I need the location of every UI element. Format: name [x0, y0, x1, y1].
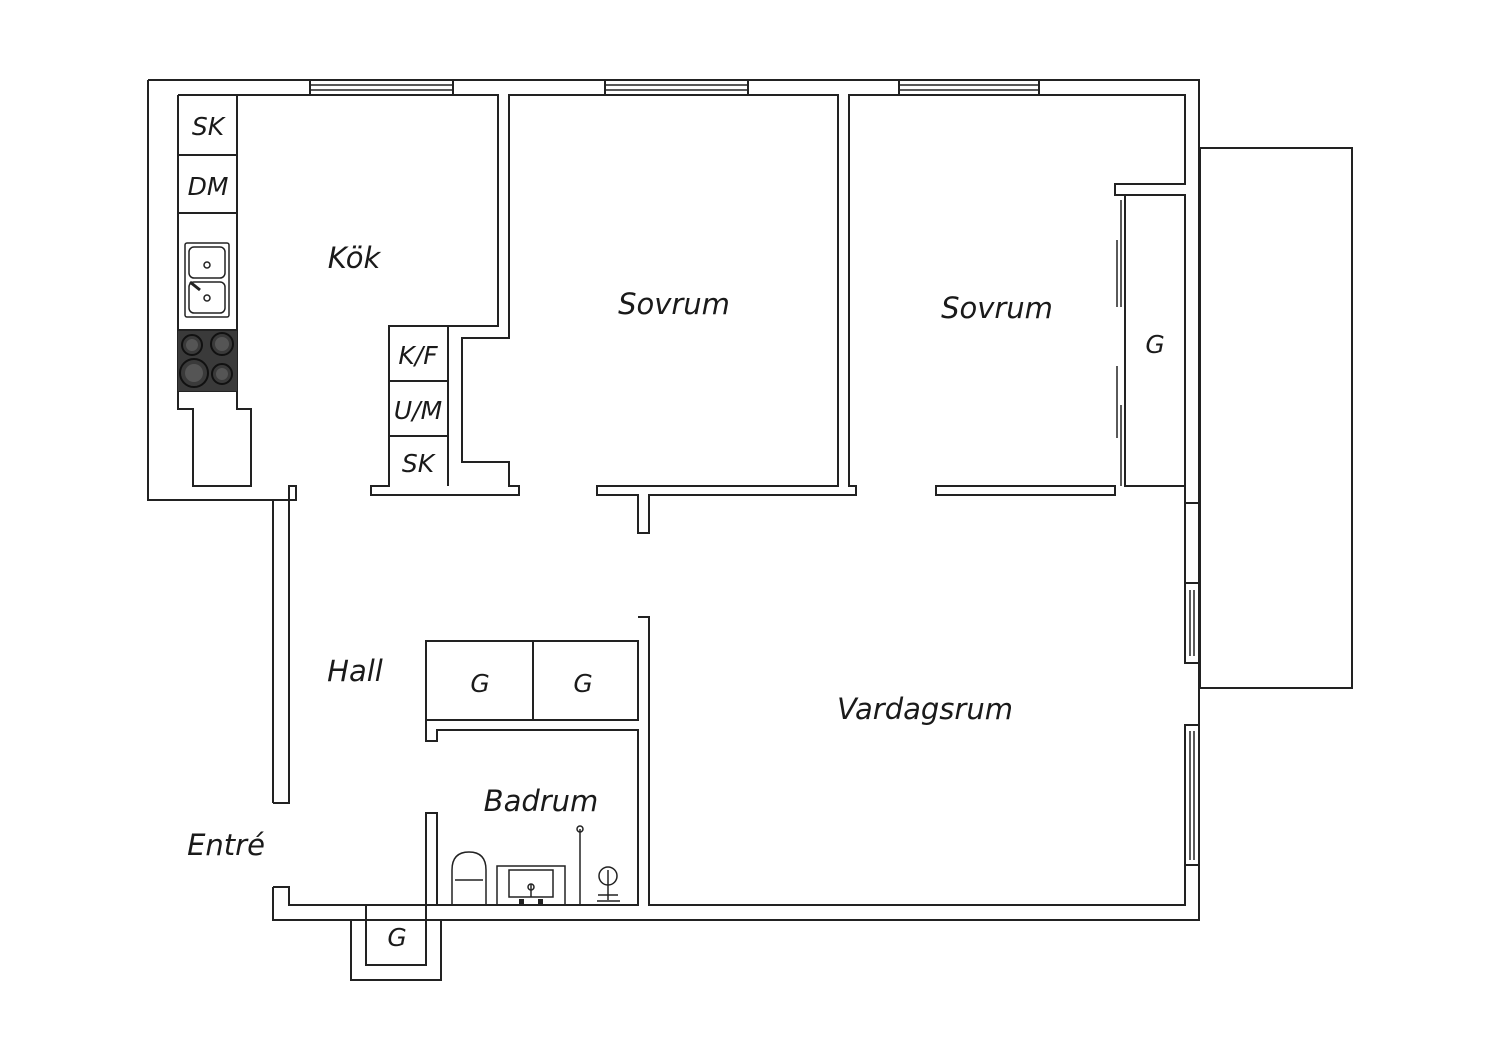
bedroom2-wall-bottom — [1184, 486, 1199, 504]
room-label-vardagsrum: Vardagsrum — [837, 692, 1013, 726]
room-label-entre: Entré — [187, 828, 265, 862]
kitchen-counter-lower — [177, 95, 252, 487]
window-bedroom1 — [604, 79, 749, 96]
kitchen-sink — [184, 242, 230, 318]
balcony — [1199, 147, 1353, 689]
washing-machine — [597, 866, 620, 902]
wardrobe-doors — [1116, 200, 1122, 486]
bathroom-wall — [425, 616, 1186, 906]
label-closet-hall-1: G — [470, 669, 489, 698]
room-label-kok: Kök — [328, 241, 382, 275]
balcony-door-upper — [1184, 582, 1200, 664]
balcony-door-lower — [1184, 724, 1200, 866]
label-sk-bottom: SK — [402, 449, 437, 478]
hall-west-wall — [148, 485, 297, 804]
room-label-hall: Hall — [327, 654, 383, 688]
label-oven-micro: U/M — [394, 396, 442, 425]
window-kitchen — [309, 79, 454, 96]
bathroom-sink — [496, 865, 566, 906]
outer-wall — [147, 79, 1200, 921]
label-dishwasher: DM — [188, 172, 229, 201]
label-closet-bedroom: G — [1145, 330, 1164, 359]
stove — [178, 331, 237, 391]
entry-wall — [273, 886, 442, 981]
room-label-badrum: Badrum — [484, 784, 599, 818]
toilet — [451, 851, 487, 905]
label-sk-top: SK — [192, 112, 227, 141]
room-label-sovrum-1: Sovrum — [618, 287, 730, 321]
label-closet-hall-2: G — [573, 669, 592, 698]
label-fridge-freezer: K/F — [398, 341, 438, 370]
room-label-sovrum-2: Sovrum — [941, 291, 1053, 325]
inner-outline — [178, 94, 1186, 534]
label-closet-entry: G — [387, 923, 406, 952]
shower — [576, 825, 584, 905]
window-bedroom2 — [898, 79, 1040, 96]
